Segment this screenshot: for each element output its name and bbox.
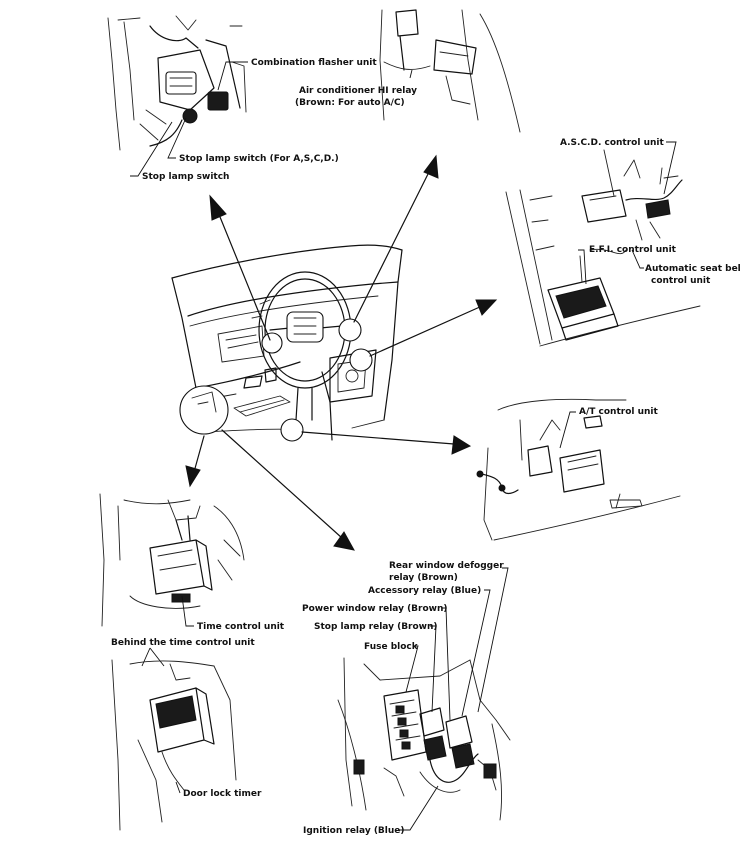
label-power-window-relay: Power window relay (Brown) — [302, 604, 448, 614]
label-behind-time-control: Behind the time control unit — [111, 638, 255, 648]
label-rear-defogger-relay-2: relay (Brown) — [389, 573, 458, 583]
detail-combination-flasher — [107, 15, 248, 177]
label-accessory-relay: Accessory relay (Blue) — [368, 586, 481, 596]
label-door-lock-timer: Door lock timer — [183, 789, 262, 799]
label-stop-lamp-relay: Stop lamp relay (Brown) — [314, 622, 438, 632]
label-rear-defogger-relay: Rear window defogger — [389, 561, 504, 571]
label-at-control-unit: A/T control unit — [579, 407, 658, 417]
detail-at-control — [476, 398, 681, 541]
detail-time-control — [99, 493, 245, 627]
location-marker-at-control — [280, 418, 304, 442]
pointer-arrows — [185, 154, 498, 551]
label-stop-lamp-switch-ascd: Stop lamp switch (For A,S,C,D.) — [179, 154, 339, 164]
detail-ac-hi-relay — [379, 9, 521, 133]
label-ignition-relay: Ignition relay (Blue) — [303, 826, 405, 836]
location-marker-efi — [349, 348, 373, 372]
label-ac-hi-relay-note: (Brown: For auto A/C) — [295, 98, 405, 108]
detail-fuse-block — [337, 567, 511, 831]
label-ac-hi-relay: Air conditioner HI relay — [299, 86, 417, 96]
location-marker-flasher — [261, 332, 283, 354]
label-ascd-control-unit: A.S.C.D. control unit — [560, 138, 664, 148]
label-combination-flasher: Combination flasher unit — [251, 58, 377, 68]
label-stop-lamp-switch: Stop lamp switch — [142, 172, 229, 182]
label-seat-belt-control: Automatic seat belt — [645, 264, 740, 274]
detail-door-lock-timer — [111, 647, 237, 831]
label-time-control-unit: Time control unit — [197, 622, 285, 632]
location-marker-ascd — [338, 318, 362, 342]
label-fuse-block: Fuse block — [364, 642, 419, 652]
label-efi-control-unit: E.F.I. control unit — [589, 245, 677, 255]
location-marker-time-control — [179, 385, 229, 435]
detail-ascd-efi — [505, 141, 701, 347]
dashboard-overview — [171, 244, 403, 442]
label-seat-belt-control-2: control unit — [651, 276, 711, 286]
